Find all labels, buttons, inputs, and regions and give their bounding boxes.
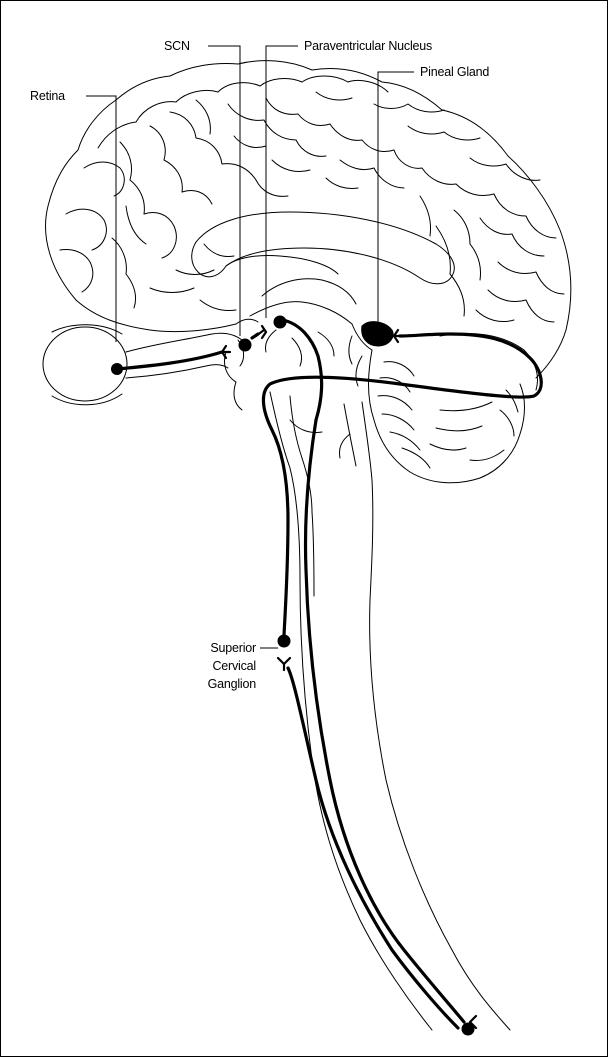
scg-label-line1: Superior xyxy=(210,641,256,655)
postganglionic-fiber xyxy=(263,334,541,635)
pineal-leader xyxy=(378,72,414,322)
scg-label-line2: Cervical xyxy=(212,659,256,673)
scn-leader xyxy=(208,46,240,336)
pvn-descending-tract xyxy=(283,320,322,420)
labels: Retina SCN Paraventricular Nucleus Pinea… xyxy=(30,39,489,691)
eyeball xyxy=(43,325,242,405)
neural-pathway xyxy=(111,316,541,1036)
spinal-cell-body xyxy=(462,1023,475,1036)
brain-outline xyxy=(46,61,571,390)
scn-cell-body xyxy=(239,339,252,352)
spinal-return-tract xyxy=(305,420,464,1022)
scn-pvn-synapse xyxy=(256,326,266,338)
corpus-callosum xyxy=(192,212,455,284)
paraventricular-label: Paraventricular Nucleus xyxy=(304,39,432,53)
pineal-synapse xyxy=(394,330,402,342)
scn-label: SCN xyxy=(164,39,190,53)
paraventricular-leader xyxy=(266,46,298,318)
preganglionic-fiber xyxy=(288,668,458,1028)
cerebellum xyxy=(369,350,525,483)
scg-label-line3: Ganglion xyxy=(208,677,257,691)
pineal-label: Pineal Gland xyxy=(420,65,489,79)
retina-label: Retina xyxy=(30,89,65,103)
brainstem-outline xyxy=(270,392,510,1030)
retina-scn-synapse xyxy=(222,346,230,358)
retina-cell-body xyxy=(111,363,123,375)
brain-gyri xyxy=(60,76,564,322)
pineal-gland-shape xyxy=(362,322,393,346)
